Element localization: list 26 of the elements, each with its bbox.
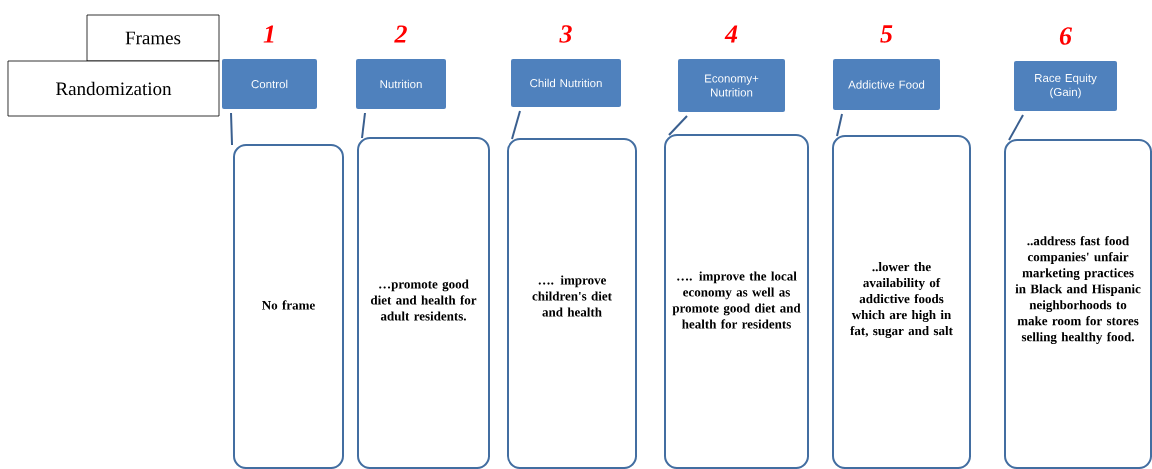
frame-header-box: Nutrition [354, 57, 448, 111]
frame-header-box: Economy+ Nutrition [676, 57, 787, 114]
connector-line [668, 115, 688, 136]
frame-number: 3 [559, 25, 572, 43]
frame-text-box: No frame [233, 144, 344, 469]
connector-line [836, 113, 843, 137]
frame-header-box: Race Equity (Gain) [1012, 59, 1119, 113]
frame-text-box: …promote good diet and health for adult residents. [357, 137, 490, 469]
frame-number: 4 [724, 25, 738, 43]
frame-number: 5 [880, 25, 893, 43]
connector-line [361, 112, 366, 139]
frame-number: 2 [394, 25, 407, 43]
frame-text-box: ..lower the availability of addictive foods which are high in fat, sugar and salt [832, 135, 971, 469]
frame-number: 6 [1059, 27, 1072, 45]
connector-line [1008, 114, 1024, 141]
frame-header-box: Addictive Food [831, 57, 942, 112]
heading-box: Frames [86, 14, 220, 62]
heading-box: Randomization [7, 60, 220, 117]
connector-line [511, 110, 521, 140]
connector-line [230, 112, 233, 146]
frame-text-box: …. improve children's diet and health [507, 138, 637, 469]
frame-number: 1 [263, 25, 274, 43]
frame-header-box: Control [220, 57, 319, 111]
frame-text-box: …. improve the local economy as well as promote good diet and health for residents [664, 134, 809, 469]
frame-text-box: ..address fast food companies' unfair marketing practices in Black and Hispanic neighborhoods to make room for stores selling healthy food. [1004, 139, 1152, 469]
frame-header-box: Child Nutrition [509, 57, 623, 109]
